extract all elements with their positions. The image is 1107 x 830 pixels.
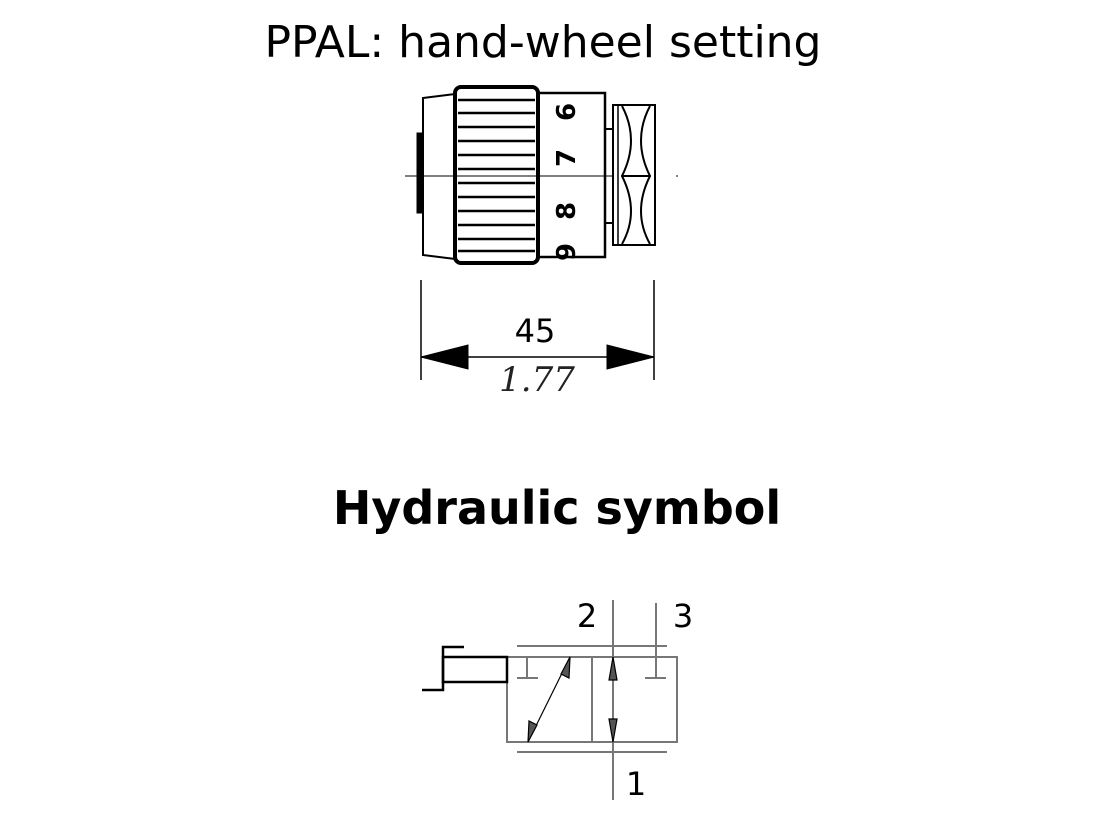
scale-number: 6 bbox=[552, 103, 582, 121]
scale-number: 7 bbox=[552, 149, 582, 167]
page-title: PPAL: hand-wheel setting bbox=[265, 17, 822, 68]
dimension-inch: 1.77 bbox=[499, 360, 575, 400]
scale-number: 8 bbox=[552, 202, 582, 220]
scale-number: 9 bbox=[552, 243, 582, 261]
scale-numbers: 6 7 8 9 bbox=[552, 103, 582, 261]
port-label-2: 2 bbox=[577, 597, 597, 635]
hydraulic-symbol bbox=[422, 600, 678, 800]
port-label-1: 1 bbox=[626, 765, 646, 803]
hand-wheel-drawing bbox=[405, 85, 678, 265]
section-title: Hydraulic symbol bbox=[333, 481, 781, 535]
dimension-line bbox=[420, 280, 655, 380]
port-label-3: 3 bbox=[673, 597, 693, 635]
dimension-mm: 45 bbox=[515, 312, 556, 350]
